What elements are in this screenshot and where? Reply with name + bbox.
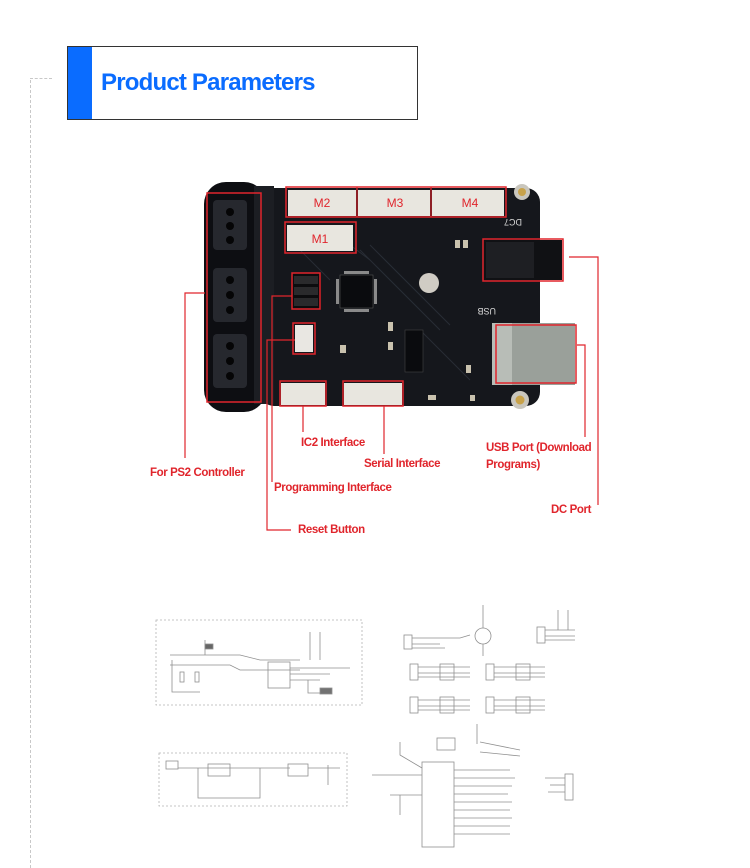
motor-connectors: M2 M3 M4 M1 [284, 186, 507, 254]
schematic-block-2 [403, 605, 575, 656]
microcontroller-chip [339, 274, 374, 309]
title-accent-bar [68, 47, 92, 119]
connector-label-m2: M2 [314, 196, 331, 210]
silkscreen-usb: USB [477, 306, 496, 316]
schematic-block-6 [545, 773, 574, 801]
mounting-holes [511, 184, 530, 409]
silkscreen-dc: DC7 [504, 217, 522, 227]
connector-label-m4: M4 [462, 196, 479, 210]
callout-ps2-controller: For PS2 Controller [150, 467, 245, 479]
capacitor [419, 273, 439, 293]
schematic-block-1 [155, 619, 363, 706]
callout-ic2-interface: IC2 Interface [301, 437, 365, 449]
decorative-dashed-line [30, 80, 31, 868]
schematic-block-4 [158, 752, 348, 807]
ic2-connector [281, 383, 325, 405]
connector-label-m1: M1 [312, 232, 329, 246]
decorative-dashed-line [30, 78, 52, 79]
callout-reset-button: Reset Button [298, 524, 365, 536]
callout-usb-port-line1: USB Port (Download [486, 442, 592, 454]
section-title: Product Parameters [101, 69, 316, 96]
callout-serial-interface: Serial Interface [364, 458, 441, 470]
callout-programming-interface: Programming Interface [274, 482, 392, 494]
schematic-block-5 [372, 724, 521, 848]
schematic-block-3 [409, 663, 545, 714]
callout-dc-port: DC Port [551, 504, 592, 516]
reset-button-part [295, 325, 313, 352]
section-header: Product Parameters [67, 46, 418, 120]
product-board-image: M2 M3 M4 M1 DC7 USB [184, 182, 599, 531]
ps2-connector [204, 182, 274, 412]
connector-label-m3: M3 [387, 196, 404, 210]
callout-lines [184, 256, 599, 531]
serial-connector [344, 383, 402, 405]
callout-usb-port-line2: Programs) [486, 459, 540, 471]
